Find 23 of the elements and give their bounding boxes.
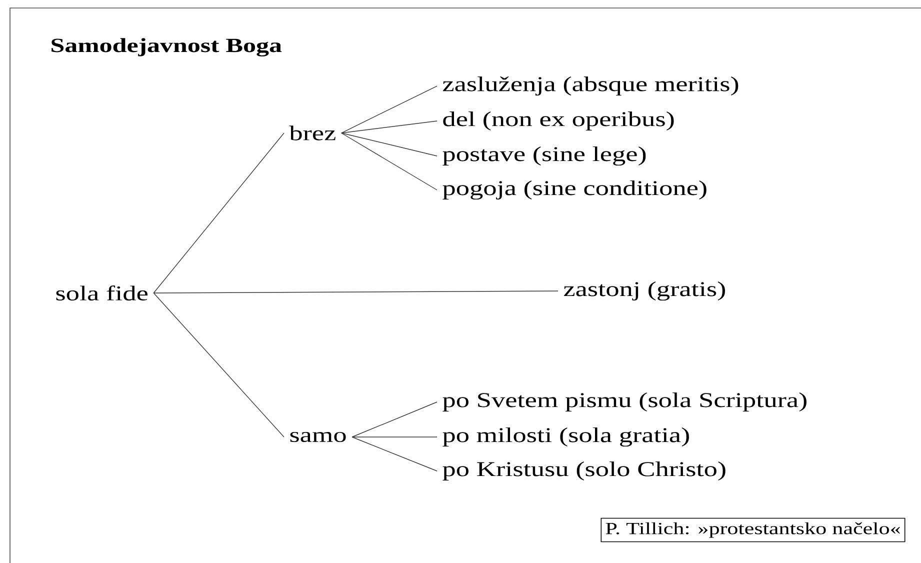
- tree-label: sola fide: [56, 286, 148, 300]
- tree-label: del (non ex operibus): [443, 111, 674, 131]
- tree-label: po milosti (sola gratia): [442, 427, 689, 447]
- branch-line: [153, 292, 284, 438]
- branch-line: [341, 132, 438, 156]
- branch-line: [352, 436, 438, 438]
- tree-label: samo: [290, 432, 346, 442]
- branch-line: [153, 132, 284, 294]
- branch-line: [341, 132, 438, 190]
- tree-label: brez: [289, 126, 336, 140]
- title: Samodejavnost Boga: [52, 38, 282, 56]
- tree-label: po Svetem pismu (sola Scriptura): [442, 392, 806, 412]
- note-box: P. Tillich: »protestantsko načelo«: [600, 518, 906, 542]
- branch-line: [352, 402, 438, 438]
- branch-line: [153, 290, 558, 294]
- tree-label: po Kristusu (solo Christo): [442, 461, 726, 481]
- branch-line: [341, 86, 438, 134]
- branch-line: [352, 436, 438, 472]
- tree-label: pogoja (sine conditione): [442, 180, 706, 200]
- tree-label: zasluženja (absque meritis): [442, 76, 738, 96]
- tree-label: postave (sine lege): [442, 146, 646, 166]
- branch-line: [341, 120, 438, 134]
- tree-label: zastonj (gratis): [564, 281, 725, 301]
